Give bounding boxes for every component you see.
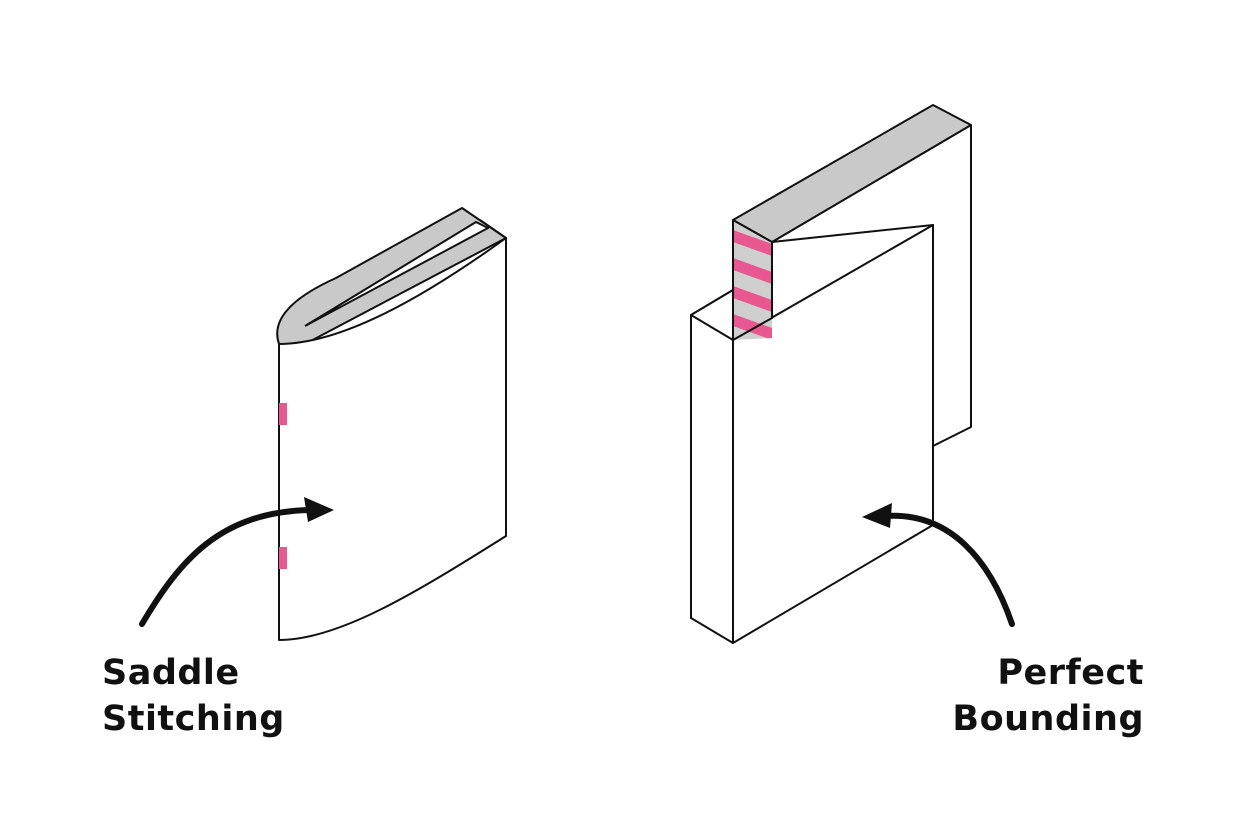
perfect-label-line1: Perfect — [997, 653, 1144, 693]
perfect-bounding-label: Perfect Bounding — [952, 650, 1144, 742]
saddle-stitch-booklet — [276, 207, 507, 641]
perfect-bound-book — [690, 104, 972, 644]
perfect-label-line2: Bounding — [952, 699, 1144, 739]
saddle-arrow-head — [304, 497, 334, 522]
saddle-front-cover — [278, 237, 507, 641]
saddle-stitch-bottom — [279, 547, 287, 569]
perfect-side-face — [690, 289, 734, 644]
spine-stripe-1 — [733, 230, 772, 256]
perfect-spine-outline — [732, 219, 773, 341]
perfect-glued-spine — [733, 220, 772, 340]
saddle-label-line1: Saddle — [102, 653, 240, 693]
saddle-label-line2: Stitching — [102, 699, 285, 739]
saddle-stitching-label: Saddle Stitching — [102, 650, 285, 742]
saddle-arrow — [139, 497, 334, 627]
spine-stripe-2 — [733, 258, 772, 284]
saddle-stitch-top — [279, 403, 287, 425]
saddle-fold-slit — [304, 221, 489, 327]
spine-stripe-3 — [733, 286, 772, 312]
spine-stripe-4 — [733, 314, 772, 340]
perfect-arrow — [862, 503, 1015, 627]
perfect-arrow-head — [862, 503, 892, 528]
